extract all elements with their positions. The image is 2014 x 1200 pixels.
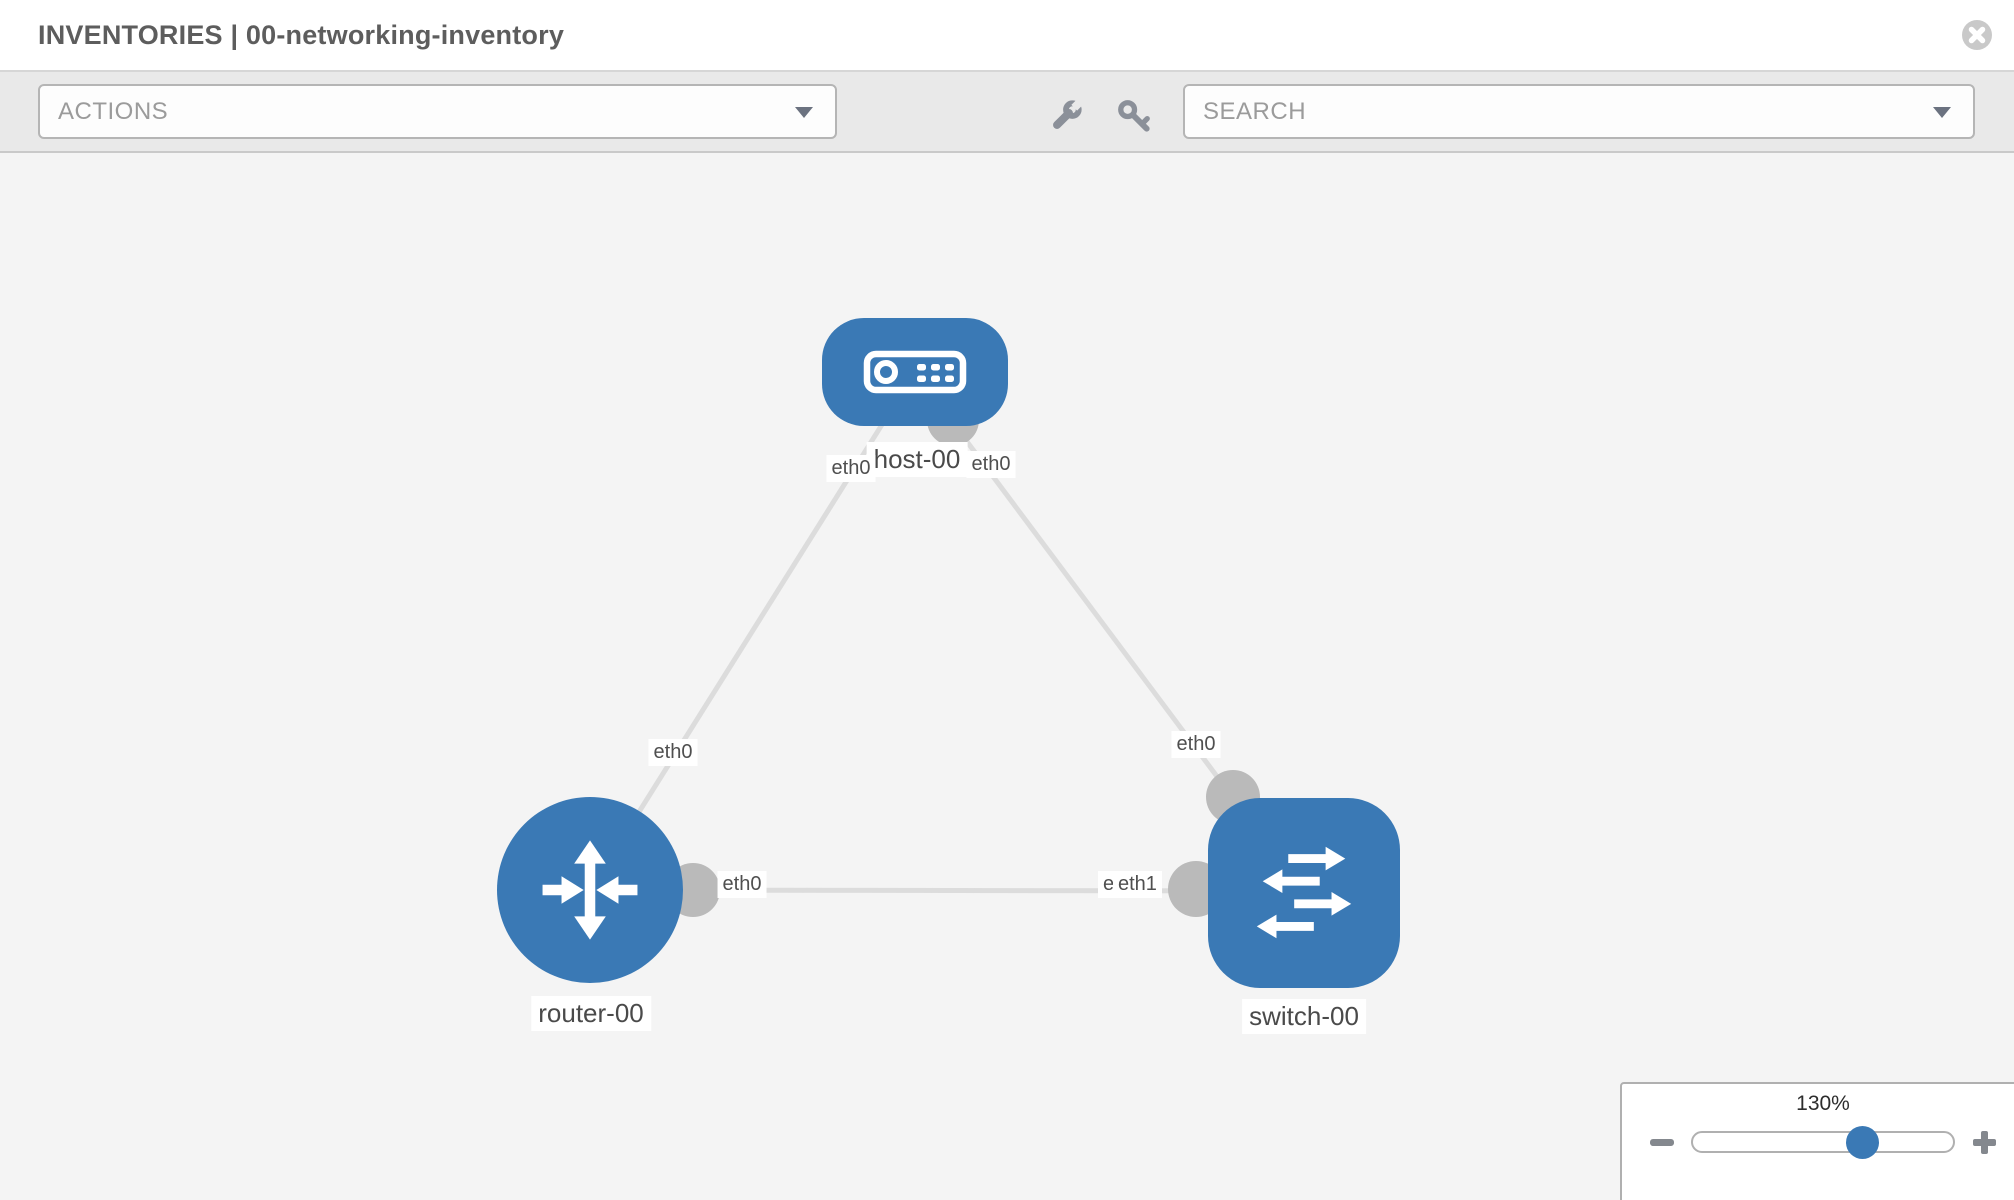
wrench-icon <box>1053 99 1083 129</box>
if-label-router-to-switch: eth0 <box>717 871 767 898</box>
node-label-host: host-00 <box>866 442 968 477</box>
node-switch-00[interactable] <box>1208 798 1400 988</box>
plus-bar <box>1981 1131 1988 1154</box>
if-label-router-to-host: eth0 <box>648 739 698 766</box>
configure-tool-button[interactable] <box>1044 94 1088 138</box>
router-icon <box>542 840 638 940</box>
zoom-slider-handle[interactable] <box>1846 1126 1879 1159</box>
close-button[interactable] <box>1960 18 1994 52</box>
header: INVENTORIES | 00-networking-inventory <box>0 0 2014 70</box>
page-title: INVENTORIES | 00-networking-inventory <box>38 20 565 50</box>
actions-dropdown[interactable]: ACTIONS <box>38 84 837 139</box>
node-label-switch: switch-00 <box>1242 999 1366 1034</box>
times-circle-icon <box>1962 20 1992 50</box>
zoom-percent-label: 130% <box>1796 1092 1850 1115</box>
toolbar: ACTIONS SEARCH <box>0 70 2014 153</box>
caret-down-icon <box>1933 107 1951 118</box>
node-label-router: router-00 <box>531 996 651 1031</box>
if-label-switch-to-host: eth0 <box>1171 731 1221 758</box>
search-dropdown-label: SEARCH <box>1203 98 1307 125</box>
node-router-00[interactable] <box>497 797 683 983</box>
if-label-switch-to-router: eth1 <box>1113 871 1162 898</box>
link-router-switch <box>589 887 1305 894</box>
node-host-00[interactable] <box>822 318 1008 426</box>
server-icon <box>863 350 967 394</box>
zoom-in-icon[interactable] <box>1973 1131 1996 1154</box>
caret-down-icon <box>795 107 813 118</box>
search-dropdown[interactable]: SEARCH <box>1183 84 1975 139</box>
actions-dropdown-label: ACTIONS <box>58 98 169 125</box>
zoom-slider-track[interactable] <box>1691 1131 1955 1153</box>
key-icon <box>1118 100 1150 132</box>
switch-icon <box>1256 846 1352 939</box>
credentials-tool-button[interactable] <box>1112 94 1156 138</box>
zoom-out-icon[interactable] <box>1650 1139 1674 1146</box>
if-label-host-to-router: eth0 <box>826 455 876 482</box>
if-label-host-to-switch: eth0 <box>966 451 1016 478</box>
